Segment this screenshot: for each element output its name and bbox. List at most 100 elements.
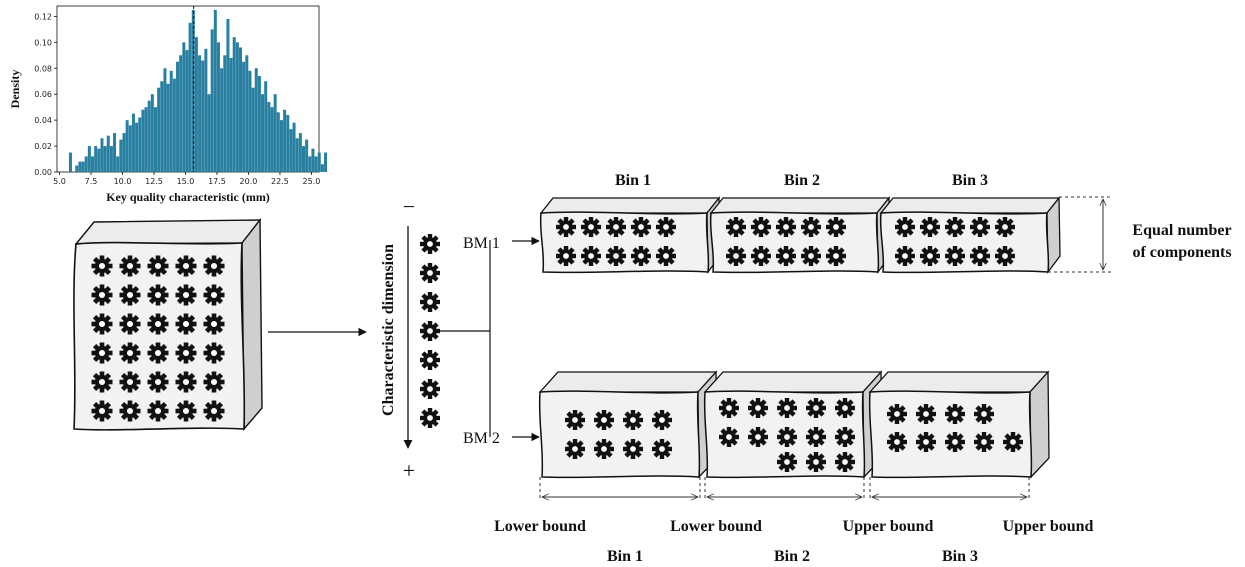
histogram-bar	[242, 62, 245, 172]
gear-icon	[420, 379, 440, 399]
histogram-bar	[223, 55, 226, 172]
bm2-bin-2-label: Bin 2	[774, 548, 810, 565]
histogram-y-ticks: 0.000.020.040.060.080.100.12	[34, 12, 57, 177]
histogram-bar	[274, 94, 277, 172]
gear-icon	[565, 439, 585, 459]
minus-sign: −	[403, 194, 415, 219]
gear-icon	[826, 246, 846, 266]
gear-icon	[176, 401, 197, 422]
gear-icon	[420, 350, 440, 370]
bm1-label: BM 1	[463, 235, 500, 252]
y-tick-label: 0.02	[34, 142, 52, 151]
bm2-bins	[540, 372, 1049, 477]
bound-label-3: Upper bound	[843, 518, 934, 535]
histogram-bar	[138, 118, 141, 172]
histogram-bar	[85, 156, 88, 172]
plus-sign: +	[403, 458, 415, 483]
histogram-bar	[167, 84, 170, 172]
gear-icon	[835, 427, 855, 447]
x-tick-label: 12.5	[145, 177, 163, 186]
gear-icon	[92, 256, 113, 277]
gear-icon	[806, 427, 826, 447]
gear-icon	[176, 372, 197, 393]
y-tick-label: 0.06	[34, 90, 52, 99]
histogram-bar	[211, 29, 214, 172]
bm2-bin-3-box	[870, 372, 1049, 477]
gear-icon	[594, 439, 614, 459]
bm1-bin-2-label: Bin 2	[784, 172, 820, 189]
histogram-bar	[116, 156, 119, 172]
histogram-bar	[239, 48, 242, 173]
histogram-bars	[69, 10, 327, 172]
gear-icon	[995, 246, 1015, 266]
gear-icon	[945, 404, 965, 424]
gear-icon	[656, 217, 676, 237]
gear-icon	[420, 321, 440, 341]
gear-icon	[751, 217, 771, 237]
gear-icon	[748, 427, 768, 447]
gear-icon	[887, 432, 907, 452]
gear-icon	[777, 398, 797, 418]
gear-icon	[148, 401, 169, 422]
gear-icon	[652, 410, 672, 430]
equal-number-label-line1: Equal number	[1132, 222, 1231, 239]
bm2-bin-1-label: Bin 1	[607, 548, 643, 565]
gear-icon	[120, 343, 141, 364]
gear-icon	[631, 217, 651, 237]
gear-icon	[945, 217, 965, 237]
histogram-bar	[97, 149, 100, 172]
histogram-bar	[230, 58, 233, 172]
histogram-bar	[110, 146, 113, 172]
histogram-bar	[113, 133, 116, 172]
histogram-bar	[233, 37, 236, 172]
x-tick-label: 25.0	[303, 177, 321, 186]
histogram-bar	[220, 68, 223, 172]
histogram-x-ticks: 5.07.510.012.515.017.520.022.525.0	[53, 172, 320, 186]
histogram-bar	[126, 120, 129, 172]
gear-icon	[974, 432, 994, 452]
histogram-bar	[176, 62, 179, 172]
gear-icon	[92, 314, 113, 335]
gear-icon	[148, 343, 169, 364]
gear-icon	[204, 372, 225, 393]
histogram-bar	[264, 81, 267, 172]
histogram-bar	[318, 153, 321, 172]
gear-icon	[148, 372, 169, 393]
gear-icon	[176, 285, 197, 306]
gear-icon	[556, 246, 576, 266]
histogram-bar	[311, 149, 314, 172]
histogram-x-label: Key quality characteristic (mm)	[106, 190, 270, 204]
histogram-bar	[157, 88, 160, 172]
gear-icon	[806, 398, 826, 418]
gear-icon	[751, 246, 771, 266]
gear-icon	[776, 217, 796, 237]
bm1-bins	[541, 198, 1060, 272]
gear-icon	[887, 404, 907, 424]
gear-icon	[420, 263, 440, 283]
x-tick-label: 22.5	[271, 177, 289, 186]
histogram-bar	[170, 71, 173, 172]
gear-icon	[945, 246, 965, 266]
gear-icon	[120, 285, 141, 306]
gear-icon	[916, 404, 936, 424]
histogram-bar	[283, 110, 286, 172]
gear-icon	[556, 217, 576, 237]
gear-icon	[656, 246, 676, 266]
gear-icon	[92, 401, 113, 422]
y-tick-label: 0.10	[34, 38, 52, 47]
gear-icon	[806, 452, 826, 472]
histogram-bar	[198, 55, 201, 172]
histogram-bar	[82, 162, 85, 172]
gear-icon	[581, 246, 601, 266]
histogram-bar	[119, 140, 122, 172]
y-tick-label: 0.08	[34, 64, 52, 73]
gear-icon	[970, 217, 990, 237]
histogram-bar	[129, 125, 132, 172]
gear-icon	[92, 372, 113, 393]
gear-icon	[606, 246, 626, 266]
histogram-bar	[94, 146, 97, 172]
histogram-bar	[179, 55, 182, 172]
bound-label-4: Upper bound	[1003, 518, 1094, 535]
x-tick-label: 15.0	[177, 177, 195, 186]
